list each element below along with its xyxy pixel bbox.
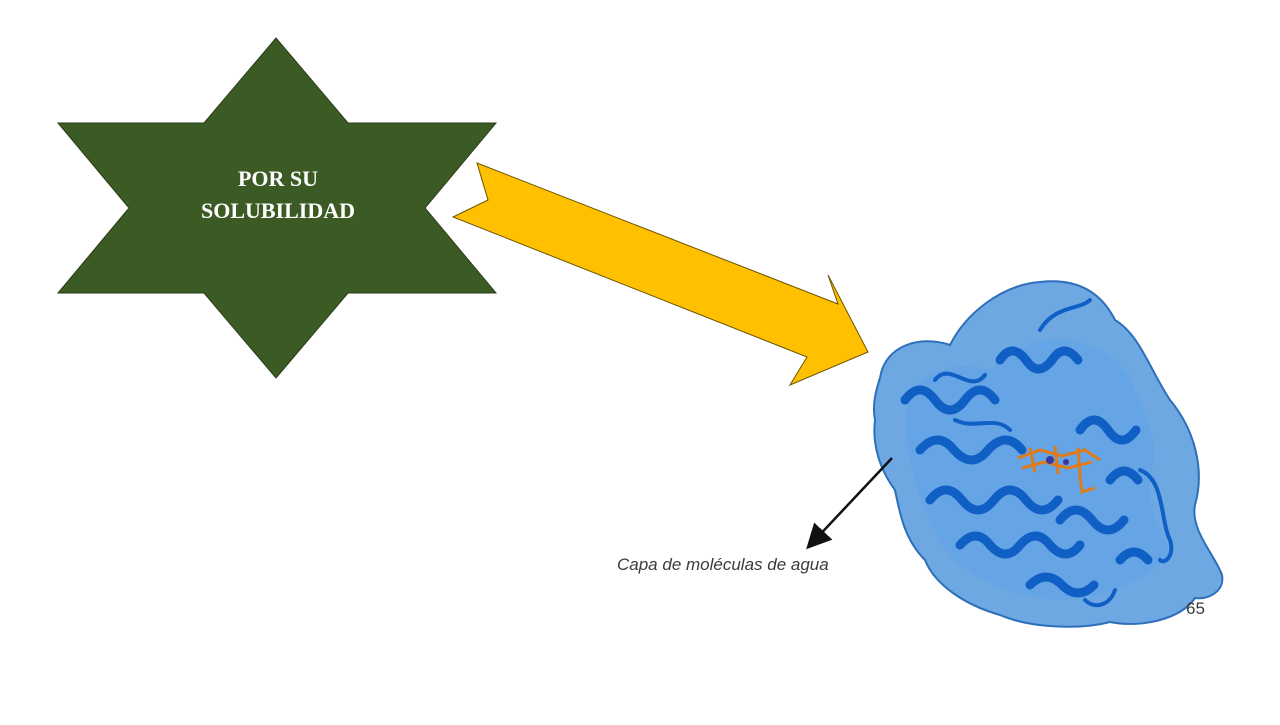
- ligand-icon: [1017, 445, 1101, 494]
- pointer-arrow-icon: [806, 457, 893, 550]
- protein-structure-icon: [872, 280, 1224, 628]
- water-layer-caption: Capa de moléculas de agua: [617, 555, 829, 574]
- page-number: 65: [1186, 599, 1205, 618]
- six-point-star-icon: [56, 37, 498, 379]
- notched-arrow-icon: [451, 162, 869, 387]
- star-label: POR SU SOLUBILIDAD: [200, 166, 356, 223]
